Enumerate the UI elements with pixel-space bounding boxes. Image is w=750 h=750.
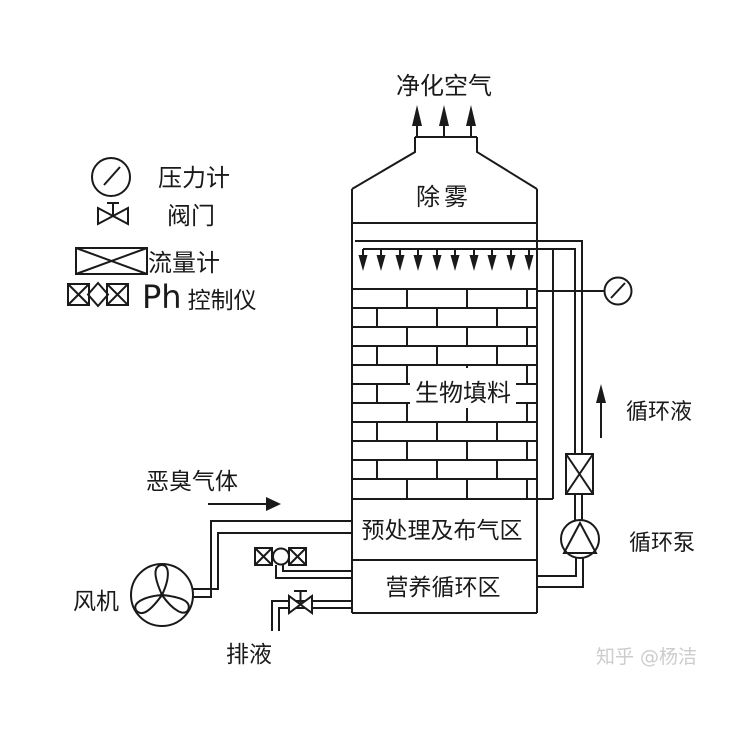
gas-duct-pipe	[192, 520, 353, 598]
ph-controller-icon	[254, 547, 307, 566]
legend-pressure-gauge-label: 压力计	[158, 164, 230, 192]
legend-flow-meter-icon	[75, 247, 148, 275]
legend-flow-meter-label: 流量计	[148, 249, 220, 277]
spray-nozzle-heads	[358, 255, 534, 271]
diagram-labels: 净化空气 除雾 生物填料 预处理及布气区 营养循环区 压力计 阀门 流量计 Ph…	[73, 72, 695, 668]
packing-label: 生物填料	[415, 379, 511, 407]
pressure-gauge-icon	[603, 276, 633, 306]
odor-gas-label: 恶臭气体	[146, 469, 238, 495]
packing-label-backdrop	[410, 368, 516, 408]
legend-valve-label: 阀门	[167, 202, 215, 230]
circulating-pump-label: 循环泵	[629, 531, 695, 556]
legend-ph-controller-icon	[67, 281, 129, 308]
flow-meter-icon	[565, 453, 594, 495]
spray-nozzle-tails	[362, 249, 530, 262]
nutrient-label: 营养循环区	[386, 575, 501, 601]
pretreatment-label: 预处理及布气区	[362, 518, 523, 544]
legend-ph-label-cjk: 控制仪	[188, 288, 257, 314]
spray-header-pipe	[355, 240, 583, 454]
pump-suction-pipe	[537, 558, 584, 588]
circulating-pump-icon	[560, 519, 600, 559]
legend-valve-icon	[97, 202, 129, 226]
legend-ph-label-latin: Ph	[142, 278, 182, 316]
watermark: 知乎 @杨洁	[596, 646, 697, 668]
legend-pressure-gauge-icon	[91, 157, 131, 197]
pressure-tap-line	[537, 250, 554, 500]
demister-label: 除雾	[416, 183, 472, 211]
outlet-arrow-heads	[412, 105, 476, 126]
drain-valve-icon	[288, 590, 313, 615]
tower-outline	[351, 136, 538, 614]
outlet-air-label: 净化空气	[396, 72, 492, 100]
fan-label: 风机	[73, 589, 119, 615]
drain-label: 排液	[226, 642, 272, 668]
legend	[67, 157, 148, 308]
ph-probe-pipe	[275, 565, 353, 579]
arrow-heads	[266, 105, 606, 511]
flow-direction-arrow-head	[596, 384, 606, 403]
diagram-line-art	[67, 111, 633, 631]
circulating-liquid-label: 循环液	[626, 400, 692, 425]
riser-lower-pipe	[574, 494, 583, 521]
drain-pipe	[271, 600, 353, 631]
odor-gas-arrow-head	[266, 497, 281, 511]
fan-icon	[130, 563, 194, 627]
